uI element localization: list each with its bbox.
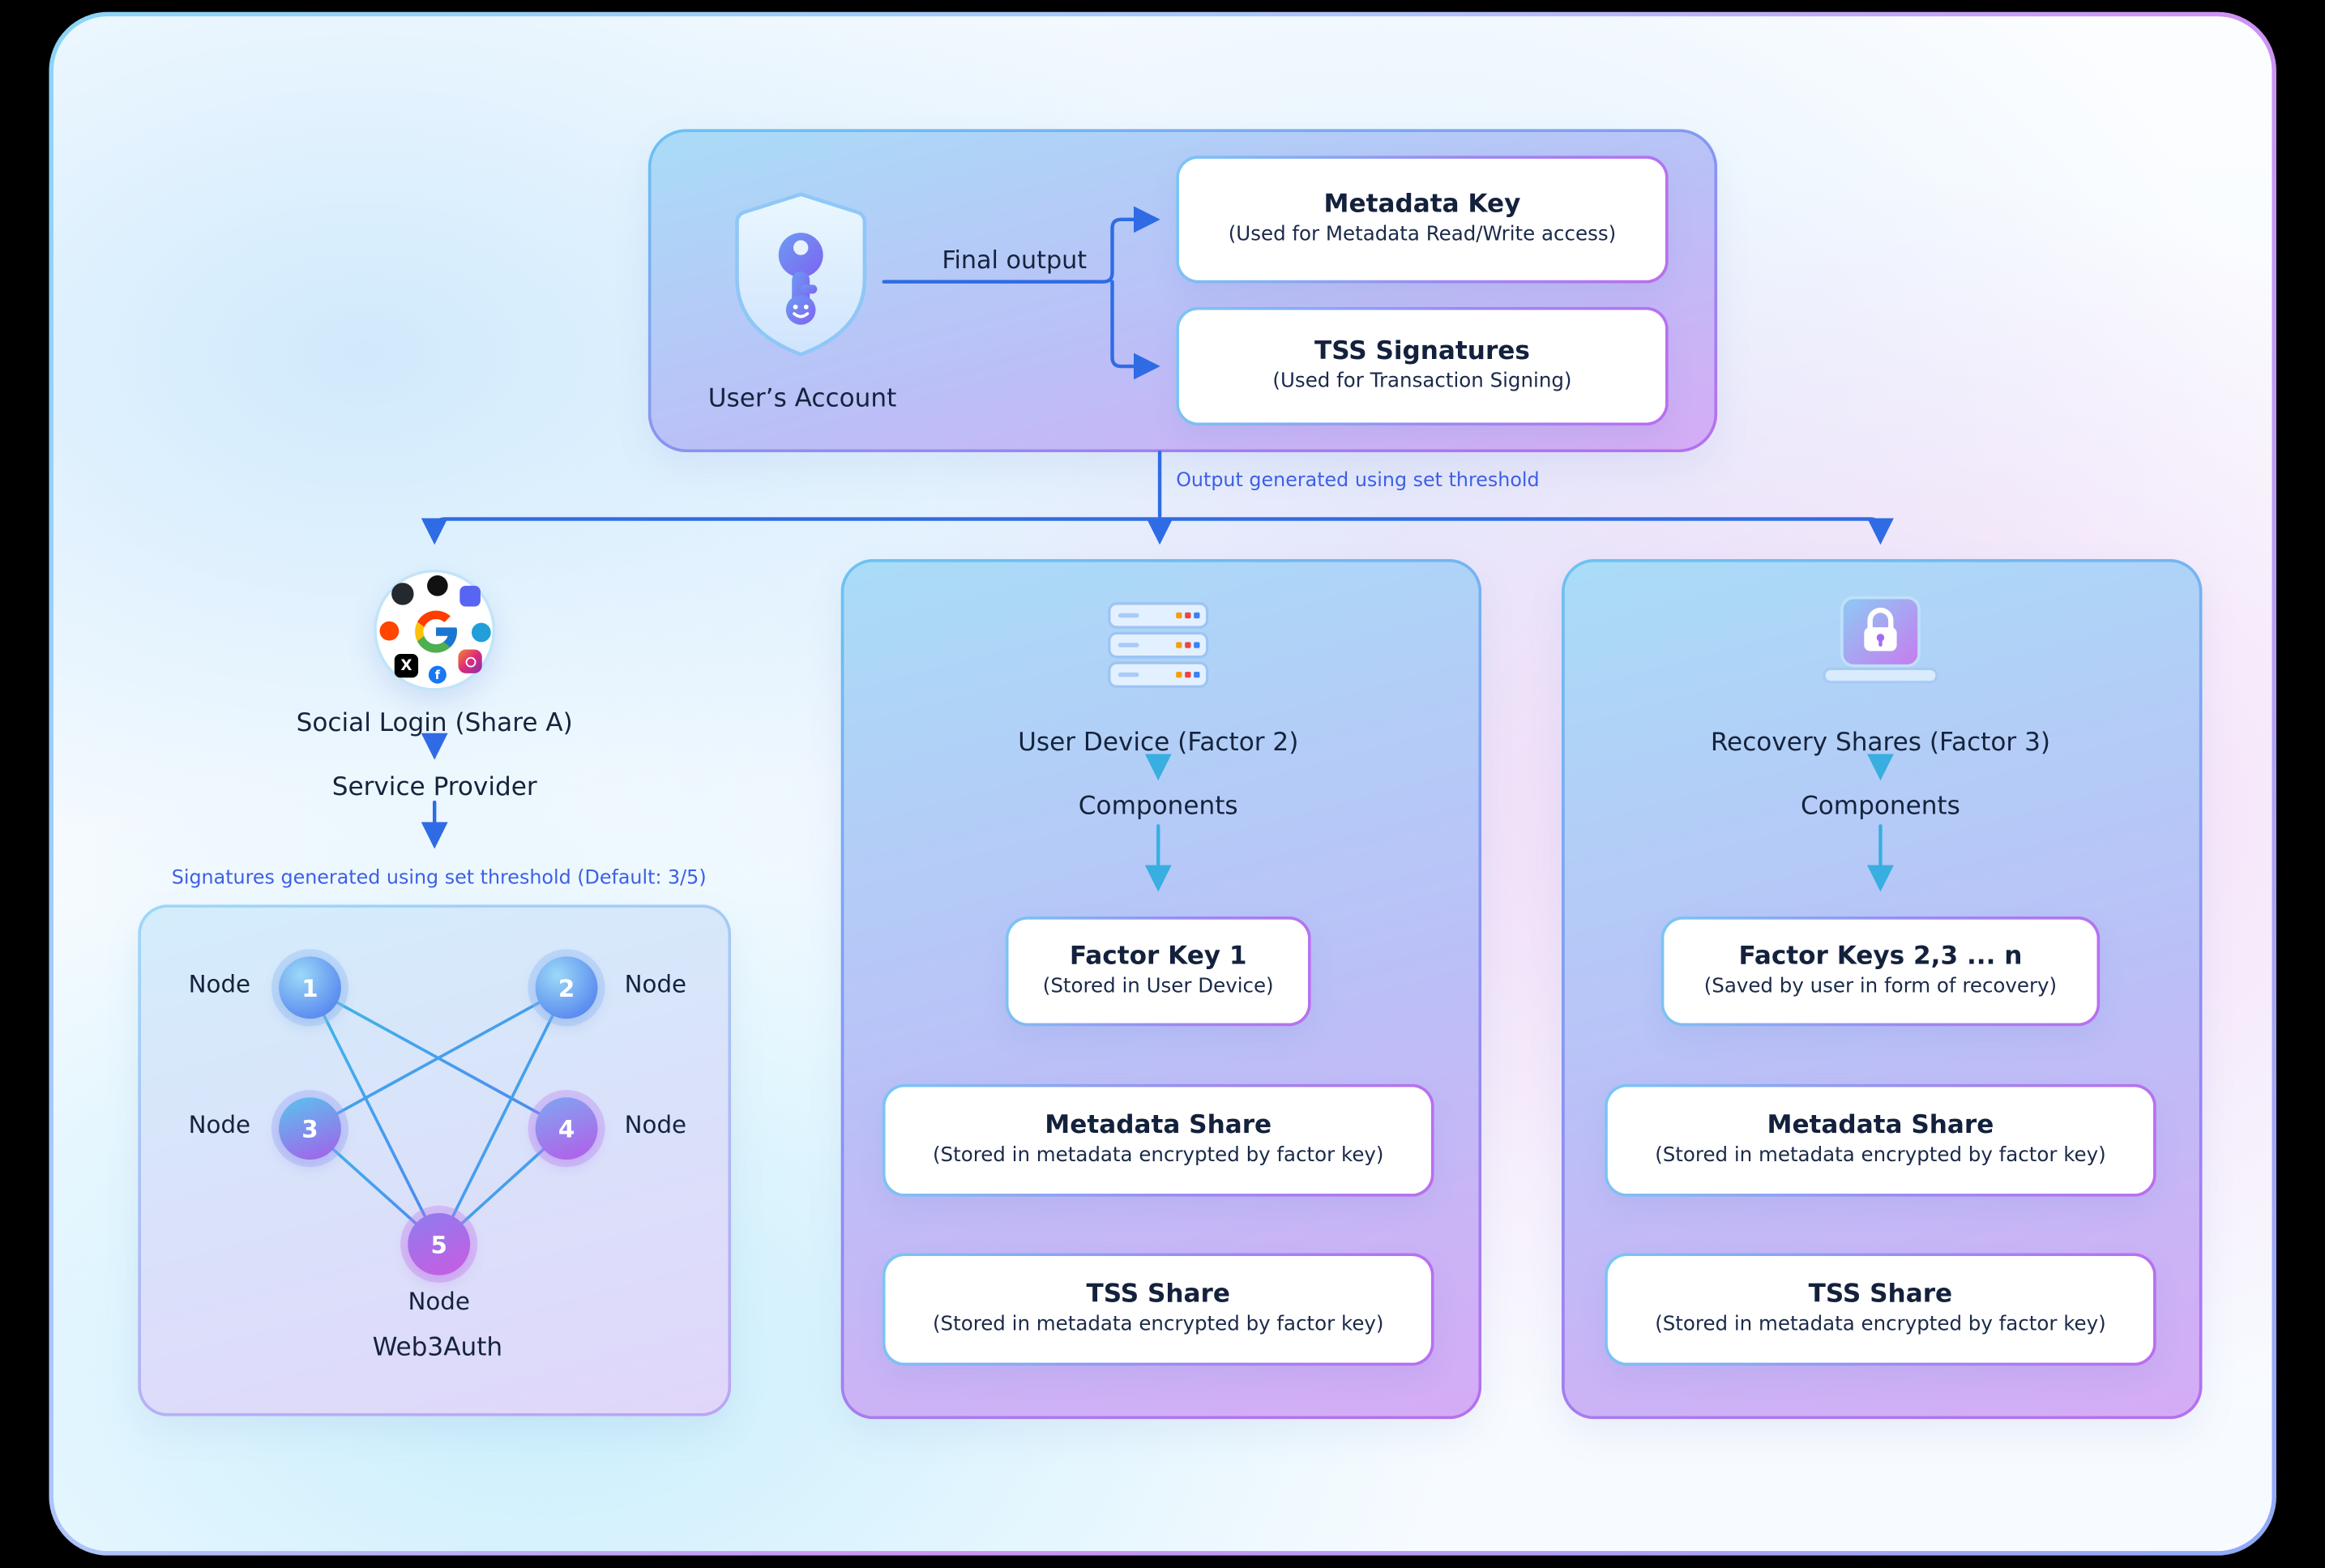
github-icon: [391, 583, 414, 605]
facebook-icon: f: [428, 665, 447, 684]
node-1-number: 1: [301, 973, 318, 1002]
reddit-icon: [379, 621, 400, 641]
user-account-label: User’s Account: [707, 383, 897, 414]
node-5-number: 5: [430, 1229, 447, 1258]
laptop-lock-icon: [1823, 596, 1938, 684]
device-components-label: Components: [1078, 792, 1238, 822]
recovery-metadata-share-subtitle: (Stored in metadata encrypted by factor …: [1655, 1145, 2106, 1169]
device-tss-share-card: TSS Share (Stored in metadata encrypted …: [883, 1253, 1434, 1365]
network-node-4: 4: [535, 1097, 598, 1160]
discord-icon: [459, 585, 481, 607]
metadata-key-card: Metadata Key (Used for Metadata Read/Wri…: [1176, 156, 1669, 283]
network-node-2: 2: [535, 956, 598, 1019]
shield-key-icon: [735, 192, 867, 357]
device-metadata-share-card: Metadata Share (Stored in metadata encry…: [883, 1084, 1434, 1197]
node-2-number: 2: [558, 973, 575, 1002]
factor-keys-n-subtitle: (Saved by user in form of recovery): [1703, 976, 2058, 999]
factor-key-1-subtitle: (Stored in User Device): [1042, 976, 1274, 999]
factor-keys-n-title: Factor Keys 2,3 ... n: [1738, 941, 2023, 972]
service-provider-label: Service Provider: [331, 772, 537, 803]
web3auth-network-panel: [138, 904, 731, 1416]
device-metadata-share-title: Metadata Share: [1045, 1110, 1272, 1140]
node-4-label: Node: [624, 1110, 687, 1139]
social-login-title: Social Login (Share A): [296, 708, 573, 739]
tss-signatures-card: TSS Signatures (Used for Transaction Sig…: [1176, 307, 1669, 425]
factor-keys-n-card: Factor Keys 2,3 ... n (Saved by user in …: [1661, 916, 2101, 1026]
final-output-label: Final output: [942, 246, 1088, 275]
metadata-key-subtitle: (Used for Metadata Read/Write access): [1228, 224, 1617, 247]
recovery-components-label: Components: [1801, 792, 1960, 822]
node-2-label: Node: [624, 969, 687, 998]
device-tss-share-title: TSS Share: [1086, 1279, 1230, 1310]
x-icon: X: [394, 654, 419, 678]
recovery-shares-title: Recovery Shares (Factor 3): [1710, 728, 2051, 758]
metadata-key-title: Metadata Key: [1323, 189, 1521, 220]
node-3-number: 3: [301, 1114, 318, 1143]
social-login-icons: X f: [374, 569, 496, 691]
tss-signatures-subtitle: (Used for Transaction Signing): [1272, 371, 1572, 394]
web3auth-caption: Web3Auth: [372, 1333, 503, 1363]
network-node-1: 1: [279, 956, 341, 1019]
signatures-threshold-label: Signatures generated using set threshold…: [171, 867, 707, 890]
user-device-title: User Device (Factor 2): [1018, 728, 1299, 758]
recovery-metadata-share-card: Metadata Share (Stored in metadata encry…: [1605, 1084, 2156, 1197]
recovery-tss-share-title: TSS Share: [1808, 1279, 1953, 1310]
factor-key-1-title: Factor Key 1: [1069, 941, 1247, 972]
factor-key-1-card: Factor Key 1 (Stored in User Device): [1006, 916, 1311, 1026]
telegram-icon: [471, 622, 491, 643]
network-node-5: 5: [408, 1212, 471, 1275]
node-5-label: Node: [408, 1287, 470, 1316]
output-threshold-label: Output generated using set threshold: [1176, 470, 1540, 493]
network-node-3: 3: [279, 1097, 341, 1160]
recovery-tss-share-subtitle: (Stored in metadata encrypted by factor …: [1655, 1314, 2106, 1337]
recovery-metadata-share-title: Metadata Share: [1767, 1110, 1994, 1140]
node-1-label: Node: [188, 969, 251, 998]
instagram-icon: [458, 649, 482, 673]
server-stack-icon: [1108, 602, 1209, 688]
node-3-label: Node: [188, 1110, 251, 1139]
recovery-tss-share-card: TSS Share (Stored in metadata encrypted …: [1605, 1253, 2156, 1365]
apple-icon: [427, 575, 448, 596]
node-4-number: 4: [558, 1114, 575, 1143]
google-icon: [415, 610, 457, 653]
device-metadata-share-subtitle: (Stored in metadata encrypted by factor …: [932, 1145, 1384, 1169]
device-tss-share-subtitle: (Stored in metadata encrypted by factor …: [932, 1314, 1384, 1337]
tss-signatures-title: TSS Signatures: [1314, 336, 1530, 366]
